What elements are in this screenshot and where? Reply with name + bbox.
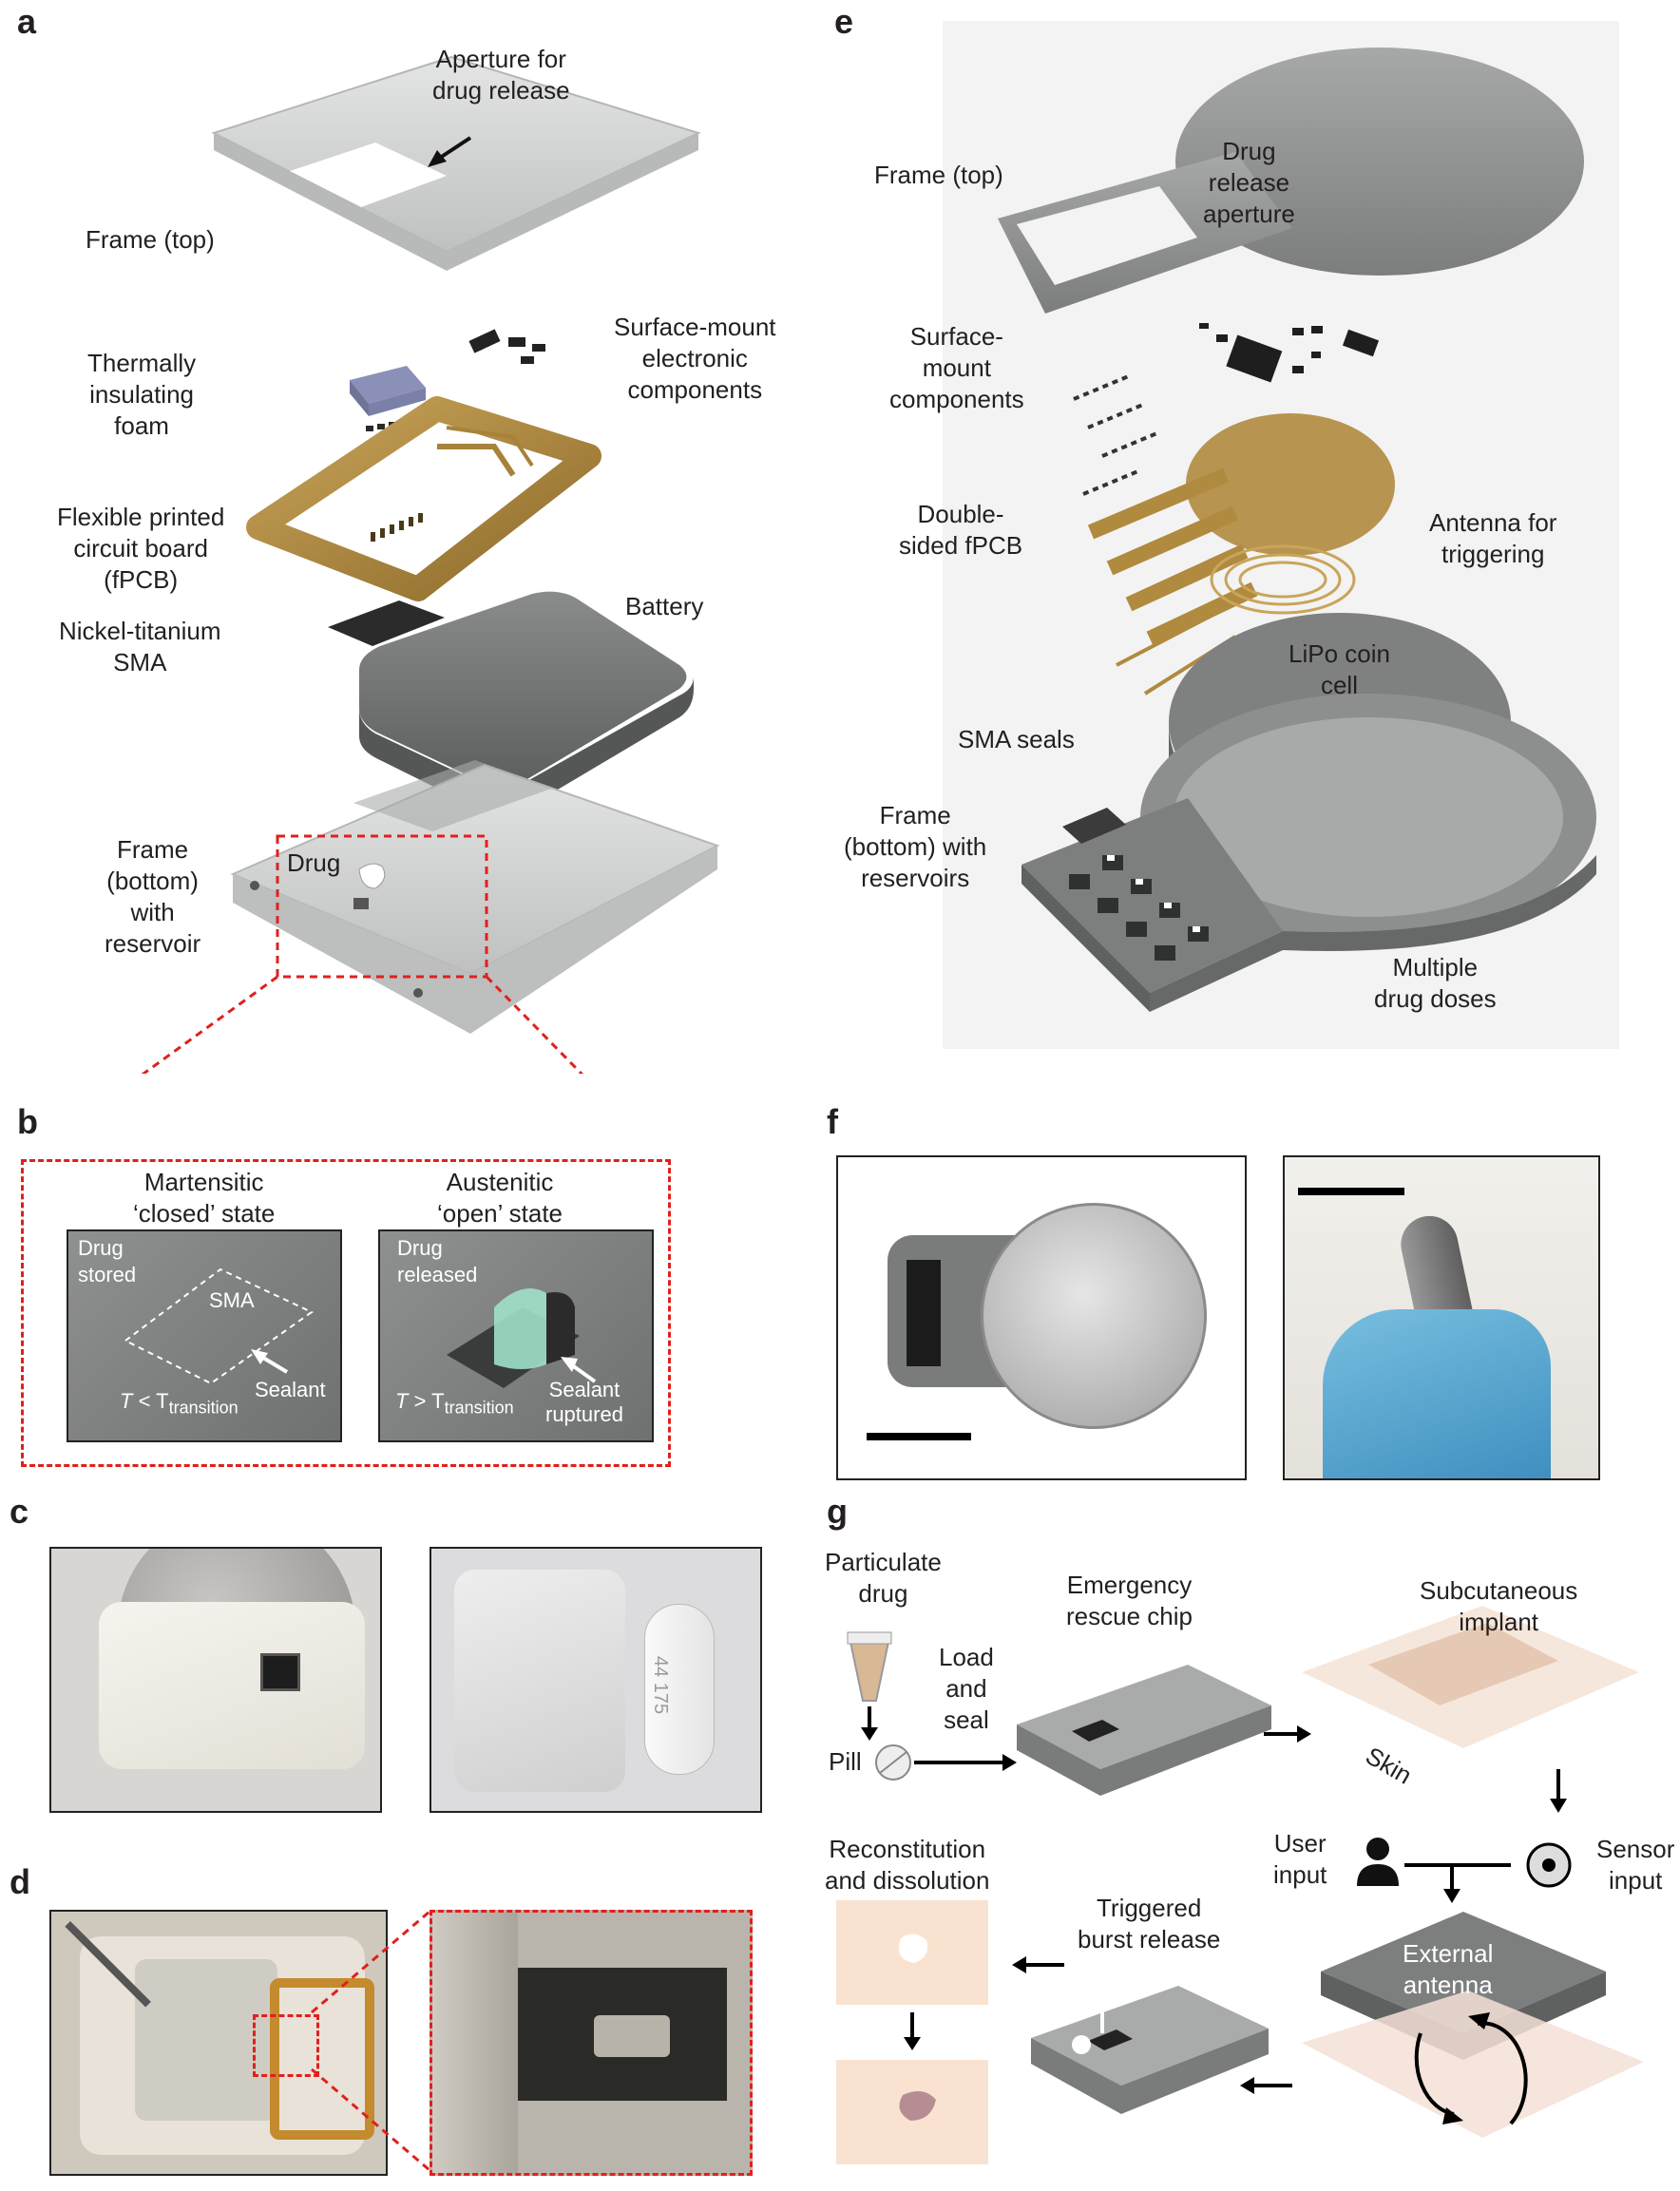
scale-bar-1 xyxy=(867,1433,971,1440)
panel-label-a: a xyxy=(17,2,37,41)
label-external-antenna: External antenna xyxy=(1403,1939,1494,1999)
label-e-lipo: LiPo coin cell xyxy=(1289,639,1390,699)
label-nitinol: Nickel-titanium SMA xyxy=(59,617,221,676)
label-particulate: Particulate drug xyxy=(825,1548,942,1608)
label-battery: Battery xyxy=(625,592,704,620)
quarter-coin xyxy=(981,1203,1207,1429)
label-e-fpcb: Double- sided fPCB xyxy=(899,500,1023,560)
label-reconstitution: Reconstitution and dissolution xyxy=(825,1835,990,1895)
label-chip: Emergency rescue chip xyxy=(1066,1571,1193,1630)
label-open-state: Austenitic ‘open’ state xyxy=(437,1168,563,1228)
panel-a-illustration xyxy=(141,55,720,1074)
white-device xyxy=(99,1602,365,1769)
label-sealant-ruptured: Sealant ruptured xyxy=(545,1378,623,1426)
device-vs-pill-photo: 44 175 xyxy=(430,1547,762,1813)
label-e-antenna: Antenna for triggering xyxy=(1429,508,1557,568)
label-user-input: User input xyxy=(1273,1829,1327,1889)
label-smd: Surface-mount electronic components xyxy=(614,313,776,404)
panel-label-e: e xyxy=(834,2,854,41)
t-symbol-2: T xyxy=(395,1389,409,1413)
label-skin: Skin xyxy=(1361,1741,1417,1790)
panel-label-f: f xyxy=(827,1102,838,1141)
label-implant: Subcutaneous implant xyxy=(1420,1576,1578,1636)
device-on-coin-photo xyxy=(49,1547,382,1813)
label-t-lower: T < Ttransition xyxy=(120,1385,239,1423)
label-e-sma-seals: SMA seals xyxy=(958,725,1075,753)
panel-label-g: g xyxy=(827,1492,848,1531)
label-foam: Thermally insulating foam xyxy=(87,349,197,440)
label-t-higher: T > Ttransition xyxy=(395,1385,514,1423)
label-e-doses: Multiple drug doses xyxy=(1374,953,1497,1013)
closeup-drug xyxy=(594,2015,670,2057)
t-gt: > T xyxy=(408,1389,445,1413)
sma-closeup-photo xyxy=(430,1910,753,2176)
scale-bar-2 xyxy=(1298,1188,1404,1195)
label-frame-bottom: Frame (bottom) with reservoir xyxy=(105,835,201,958)
label-drug-stored: Drug stored xyxy=(78,1236,137,1286)
device-in-glove-photo xyxy=(1283,1155,1600,1480)
panel-e-illustration xyxy=(998,48,1596,1012)
pill-imprint: 44 175 xyxy=(650,1655,672,1715)
device-tweezers-photo xyxy=(49,1910,388,2176)
label-e-frame-top: Frame (top) xyxy=(874,161,1003,189)
label-load-seal: Load and seal xyxy=(939,1643,994,1734)
panel-b-zoom-frame xyxy=(21,1159,671,1467)
closed-state-image: Drug stored SMA Sealant T < Ttransition xyxy=(67,1229,342,1442)
reservoir-strip xyxy=(907,1260,941,1366)
label-sealant: Sealant xyxy=(255,1378,326,1401)
panel-label-c: c xyxy=(10,1492,29,1531)
translucent-device xyxy=(454,1570,625,1792)
label-e-aperture: Drug release aperture xyxy=(1203,137,1295,228)
label-e-frame-bottom: Frame (bottom) with reservoirs xyxy=(844,801,987,892)
label-e-smd: Surface- mount components xyxy=(889,322,1024,413)
t-lt: < T xyxy=(132,1389,169,1413)
blue-glove xyxy=(1323,1309,1551,1478)
label-frame-top: Frame (top) xyxy=(86,225,215,254)
t-transition-sub-2: transition xyxy=(444,1398,514,1418)
open-state-image: Drug released Sealant ruptured T > Ttran… xyxy=(378,1229,654,1442)
t-transition-sub: transition xyxy=(168,1398,239,1418)
label-burst: Triggered burst release xyxy=(1078,1894,1221,1953)
device-window xyxy=(260,1653,300,1691)
t-symbol: T xyxy=(120,1389,133,1413)
label-sma: SMA xyxy=(209,1288,255,1312)
label-aperture: Aperture for drug release xyxy=(432,45,570,105)
zoom-box-small xyxy=(253,2014,319,2077)
panel-label-d: d xyxy=(10,1862,30,1901)
closeup-wall xyxy=(432,1913,518,2173)
panel-label-b: b xyxy=(17,1102,38,1141)
label-fpcb: Flexible printed circuit board (fPCB) xyxy=(57,503,225,594)
label-drug: Drug xyxy=(287,848,341,877)
label-sensor-input: Sensor input xyxy=(1596,1835,1675,1895)
device-with-quarter-photo xyxy=(836,1155,1247,1480)
label-pill: Pill xyxy=(829,1747,862,1776)
label-closed-state: Martensitic ‘closed’ state xyxy=(133,1168,276,1228)
label-drug-released: Drug released xyxy=(397,1236,478,1286)
pill xyxy=(644,1604,715,1775)
